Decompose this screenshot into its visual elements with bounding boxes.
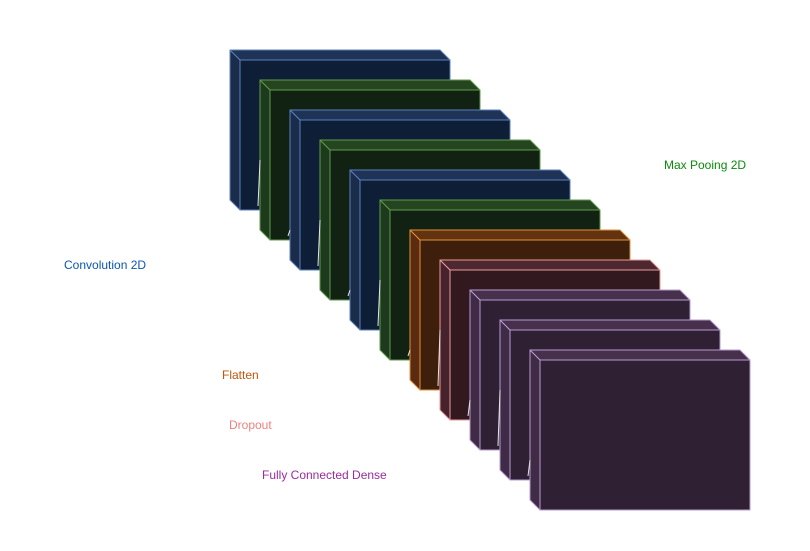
layer-side-face [529, 349, 541, 511]
layer-side-face [229, 49, 241, 211]
connector-line [377, 279, 381, 327]
label-convolution-2d: Convolution 2D [64, 258, 147, 272]
layer-block-dense [529, 349, 751, 511]
connector-line [347, 289, 351, 297]
label-flatten: Flatten [222, 368, 259, 382]
label-dropout: Dropout [229, 418, 272, 432]
layer-side-face [409, 229, 421, 391]
layer-top-face [529, 349, 751, 361]
connector-line [437, 329, 441, 387]
layer-top-face [379, 199, 601, 211]
layer-side-face [379, 199, 391, 361]
layer-top-face [319, 139, 541, 151]
layer-top-face [349, 169, 571, 181]
layer-front-face [539, 359, 751, 511]
connector-line [467, 399, 471, 417]
layer-top-face [229, 49, 451, 61]
layer-top-face [259, 79, 481, 91]
connector-line [257, 159, 261, 207]
layer-side-face [439, 259, 451, 421]
label-fully-connected-dense: Fully Connected Dense [262, 468, 387, 482]
label-max-pooling-2d: Max Pooing 2D [664, 158, 747, 172]
layer-top-face [409, 229, 631, 241]
connector-line [407, 349, 411, 357]
layer-side-face [259, 79, 271, 241]
connector-line [317, 219, 321, 267]
layer-top-face [499, 319, 721, 331]
connector-line [497, 389, 501, 447]
layer-top-face [439, 259, 661, 271]
layer-side-face [499, 319, 511, 481]
layer-top-face [469, 289, 691, 301]
layer-side-face [319, 139, 331, 301]
connector-line [527, 459, 531, 477]
layer-side-face [289, 109, 301, 271]
layer-side-face [349, 169, 361, 331]
connector-line [287, 229, 291, 237]
layer-side-face [469, 289, 481, 451]
layer-top-face [289, 109, 511, 121]
